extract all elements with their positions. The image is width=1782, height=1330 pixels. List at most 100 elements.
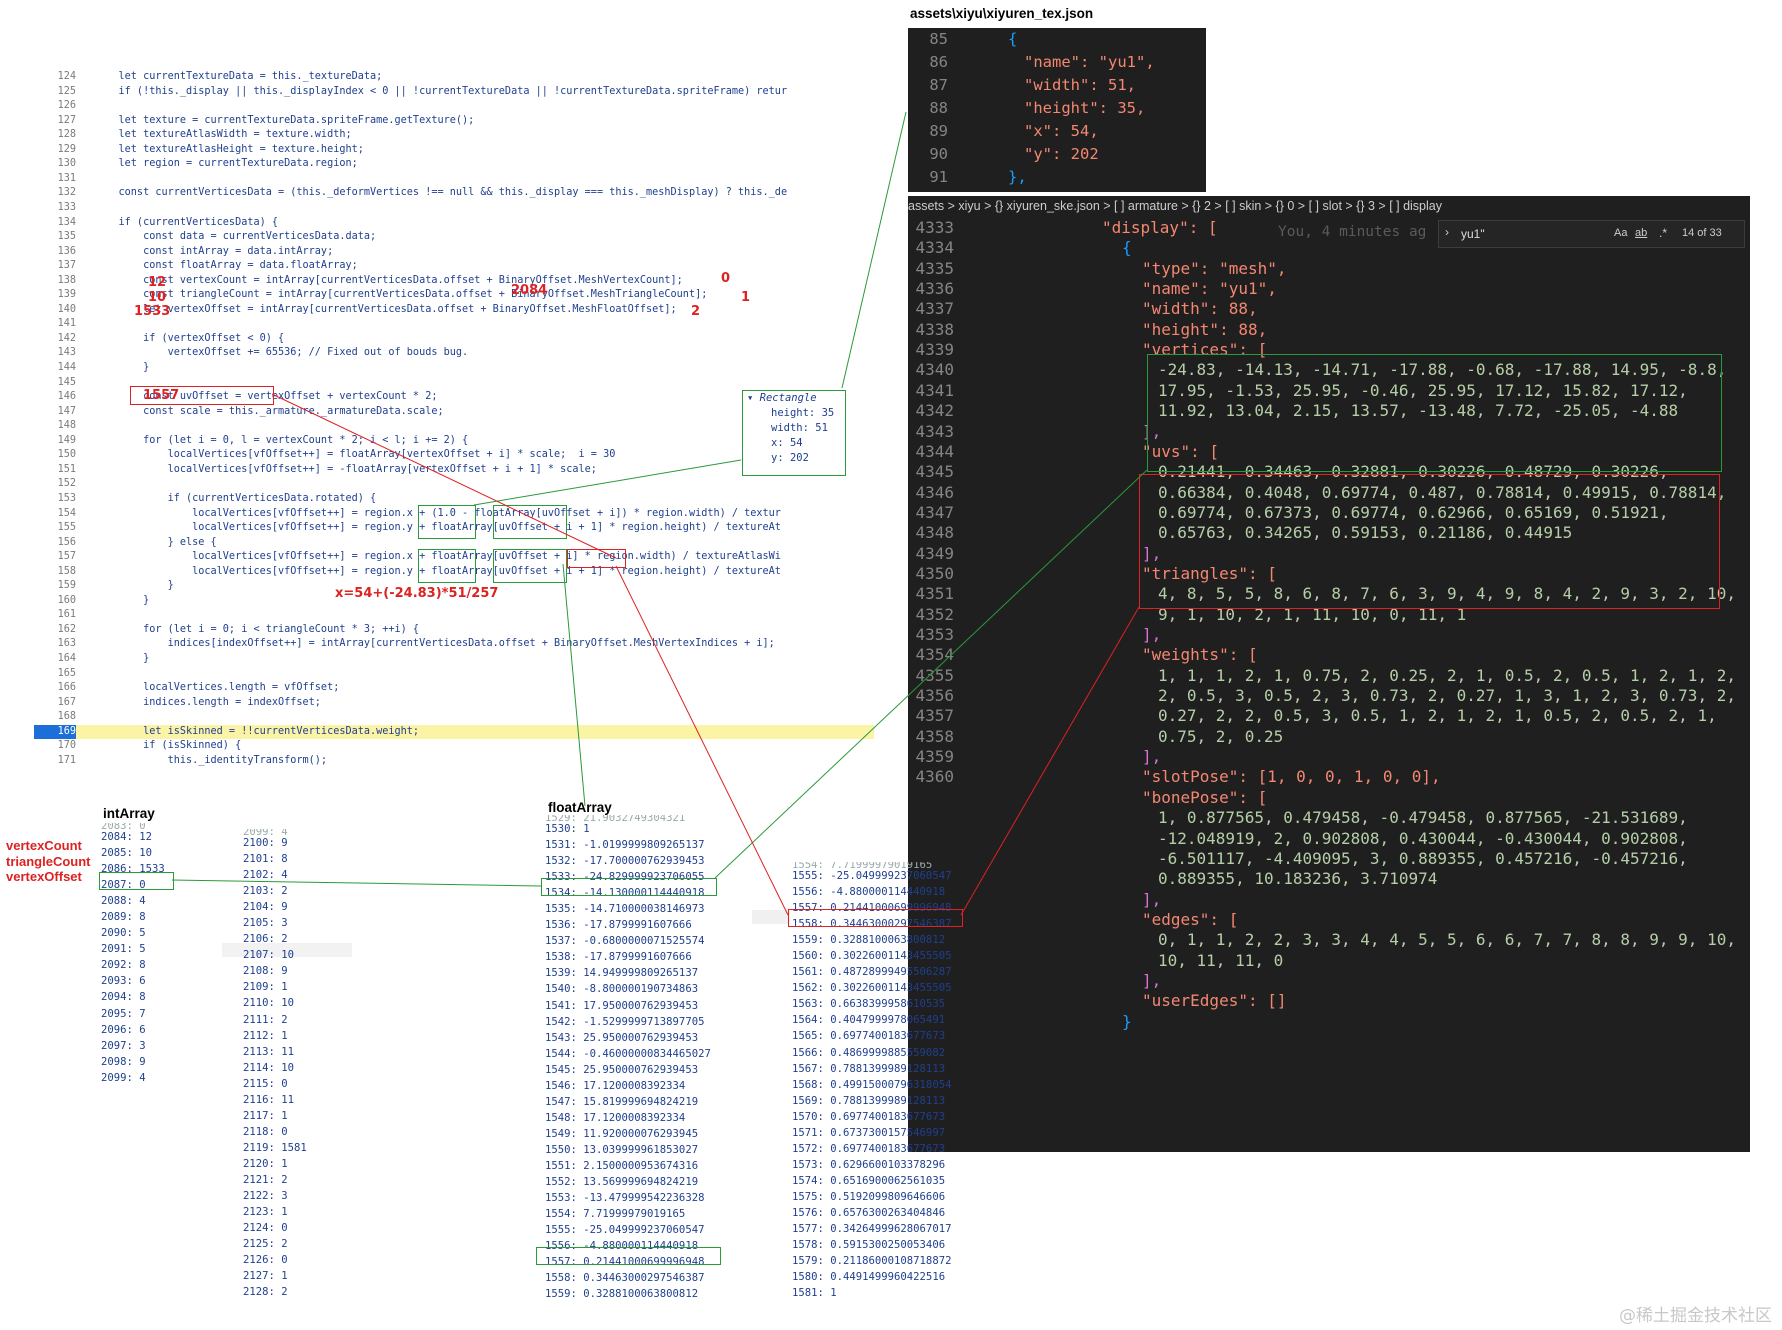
line-number[interactable]: 157 bbox=[57, 551, 76, 563]
line-number[interactable]: 126 bbox=[57, 100, 76, 112]
line-number[interactable]: 141 bbox=[57, 318, 76, 330]
array-row: 1579: 0.21186000108718872 bbox=[792, 1255, 952, 1268]
array-row: 1555: -25.049999237060547 bbox=[792, 870, 952, 882]
line-number: 88 bbox=[929, 99, 948, 117]
array-row: 1549: 11.920000076293945 bbox=[545, 1127, 699, 1140]
json-line: 4333"display": [ bbox=[908, 216, 1750, 239]
line-number[interactable]: 131 bbox=[57, 172, 76, 184]
rectangle-debug-popup: ▾ Rectangle height: 35 width: 51 x: 54 y… bbox=[742, 390, 846, 476]
line-number[interactable]: 135 bbox=[57, 231, 76, 243]
line-number[interactable]: 171 bbox=[57, 754, 76, 766]
line-number[interactable]: 170 bbox=[57, 740, 76, 752]
line-number[interactable]: 149 bbox=[57, 434, 76, 446]
line-number[interactable]: 132 bbox=[57, 187, 76, 199]
line-number[interactable]: 140 bbox=[57, 303, 76, 315]
match-case-button[interactable]: Aa bbox=[1614, 227, 1628, 239]
line-number[interactable]: 154 bbox=[57, 507, 76, 519]
line-number[interactable]: 167 bbox=[57, 696, 76, 708]
line-number[interactable]: 150 bbox=[57, 449, 76, 461]
code-text: const floatArray = data.floatArray; bbox=[94, 260, 358, 272]
line-number[interactable]: 156 bbox=[57, 536, 76, 548]
line-number[interactable]: 164 bbox=[57, 653, 76, 664]
line-number[interactable]: 168 bbox=[57, 711, 76, 723]
line-number[interactable]: 152 bbox=[57, 478, 76, 490]
array-row: 1535: -14.710000038146973 bbox=[545, 903, 705, 916]
line-number[interactable]: 153 bbox=[57, 492, 76, 504]
array-row: 1578: 0.5915300250053406 bbox=[792, 1239, 946, 1252]
line-number[interactable]: 166 bbox=[57, 682, 76, 694]
line-number[interactable]: 130 bbox=[57, 158, 76, 170]
array-row: 1552: 13.569999694824219 bbox=[545, 1176, 699, 1189]
breadcrumb[interactable]: assets > xiyu > {} xiyuren_ske.json > [ … bbox=[908, 196, 1750, 216]
array-row: 2091: 5 bbox=[101, 943, 146, 956]
line-number[interactable]: 124 bbox=[57, 71, 76, 82]
code-line: 171 this._identityTransform(); bbox=[34, 754, 874, 768]
json-line: 91}, bbox=[908, 166, 1206, 189]
code-line: 161 bbox=[34, 608, 874, 623]
json-text: 4, 8, 5, 5, 8, 6, 8, 7, 6, 3, 9, 4, 9, 8… bbox=[1158, 584, 1736, 604]
array-row: 2104: 9 bbox=[243, 901, 288, 914]
code-text: } bbox=[94, 362, 150, 373]
ske-json-editor: assets > xiyu > {} xiyuren_ske.json > [ … bbox=[908, 196, 1750, 1152]
find-toggle-icon[interactable]: › bbox=[1445, 225, 1449, 239]
array-row: 2124: 0 bbox=[243, 1222, 288, 1235]
line-number[interactable]: 127 bbox=[57, 114, 76, 126]
line-number[interactable]: 134 bbox=[57, 216, 76, 228]
line-number[interactable]: 165 bbox=[57, 667, 76, 679]
line-number[interactable]: 169 bbox=[34, 724, 76, 740]
find-widget: › yu1" Aa ab .* 14 of 33 bbox=[1438, 220, 1745, 248]
array-row: 2117: 1 bbox=[243, 1109, 288, 1122]
line-number[interactable]: 158 bbox=[57, 565, 76, 577]
array-row: 1536: -17.8799991607666 bbox=[545, 919, 692, 932]
line-number[interactable]: 128 bbox=[57, 129, 76, 141]
code-line: 124 let currentTextureData = this._textu… bbox=[34, 70, 874, 85]
collapse-triangle-icon[interactable]: ▾ bbox=[747, 392, 760, 404]
json-text: 2, 0.5, 3, 0.5, 2, 3, 0.73, 2, 0.27, 1, … bbox=[1158, 686, 1736, 706]
line-number[interactable]: 143 bbox=[57, 347, 76, 359]
line-number[interactable]: 162 bbox=[57, 623, 76, 635]
line-number[interactable]: 139 bbox=[57, 289, 76, 301]
offset-index-1: 1 bbox=[741, 290, 751, 305]
line-number[interactable]: 161 bbox=[57, 609, 76, 621]
code-line: 165 bbox=[34, 667, 874, 682]
line-number[interactable]: 148 bbox=[57, 420, 76, 432]
line-number[interactable]: 136 bbox=[57, 245, 76, 257]
array-row: 2112: 1 bbox=[243, 1029, 288, 1042]
find-input[interactable]: yu1" bbox=[1461, 227, 1485, 241]
line-number[interactable]: 155 bbox=[57, 522, 76, 534]
array-row: 1564: 0.4047999978065491 bbox=[792, 1014, 946, 1027]
line-number[interactable]: 138 bbox=[57, 274, 76, 286]
line-number[interactable]: 159 bbox=[57, 580, 76, 592]
line-number[interactable]: 151 bbox=[57, 463, 76, 475]
line-number[interactable]: 163 bbox=[57, 638, 76, 650]
line-number[interactable]: 125 bbox=[57, 85, 76, 97]
line-number[interactable]: 147 bbox=[57, 405, 76, 417]
code-text: const intArray = data.intArray; bbox=[94, 245, 334, 257]
code-text: } bbox=[94, 594, 150, 606]
regex-button[interactable]: .* bbox=[1659, 226, 1668, 240]
array-row: 1566: 0.4869999885559082 bbox=[792, 1046, 946, 1059]
code-text: this._identityTransform(); bbox=[94, 754, 328, 766]
array-row: 1544: -0.46000000834465027 bbox=[545, 1047, 711, 1060]
line-number[interactable]: 160 bbox=[57, 594, 76, 606]
code-text: } bbox=[94, 653, 150, 664]
code-text: vertexOffset += 65536; // Fixed out of b… bbox=[94, 347, 469, 359]
json-text: 17.95, -1.53, 25.95, -0.46, 25.95, 17.12… bbox=[1158, 380, 1688, 400]
json-line: -12.048919, 2, 0.902808, 0.430044, -0.43… bbox=[908, 827, 1750, 850]
line-number[interactable]: 129 bbox=[57, 143, 76, 155]
whole-word-button[interactable]: ab bbox=[1635, 227, 1648, 239]
code-line: 138 const vertexCount = intArray[current… bbox=[34, 274, 874, 289]
line-number: 4339 bbox=[915, 340, 954, 360]
array-row: 2114: 10 bbox=[243, 1061, 295, 1074]
line-number[interactable]: 146 bbox=[57, 391, 76, 403]
line-number[interactable]: 137 bbox=[57, 260, 76, 272]
json-line: 88"height": 35, bbox=[908, 97, 1206, 120]
code-text: for (let i = 0, l = vertexCount * 2; i <… bbox=[94, 434, 469, 446]
line-number[interactable]: 142 bbox=[57, 332, 76, 344]
line-number[interactable]: 133 bbox=[57, 201, 76, 213]
json-line: 86"name": "yu1", bbox=[908, 51, 1206, 74]
line-number[interactable]: 144 bbox=[57, 362, 76, 373]
line-number[interactable]: 145 bbox=[57, 376, 76, 388]
